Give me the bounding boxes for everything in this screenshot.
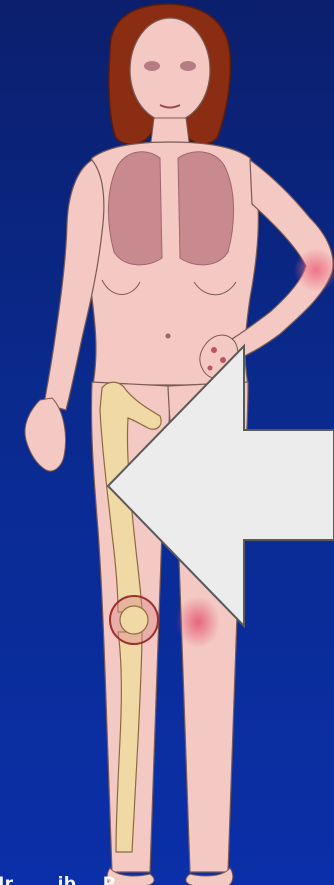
caption-text: Ir... ...ib... P (0, 874, 334, 885)
hand-lesion (220, 357, 226, 363)
knee-bone-head (120, 606, 148, 634)
left-hand (25, 398, 66, 471)
hand-lesion (208, 366, 213, 371)
left-eye (144, 61, 160, 71)
face (130, 18, 210, 122)
knee-inflammation (176, 596, 220, 648)
right-lung (178, 152, 234, 265)
navel (166, 334, 171, 339)
hand-lesion (211, 347, 217, 353)
left-lung (108, 152, 162, 265)
right-eye (180, 61, 196, 71)
